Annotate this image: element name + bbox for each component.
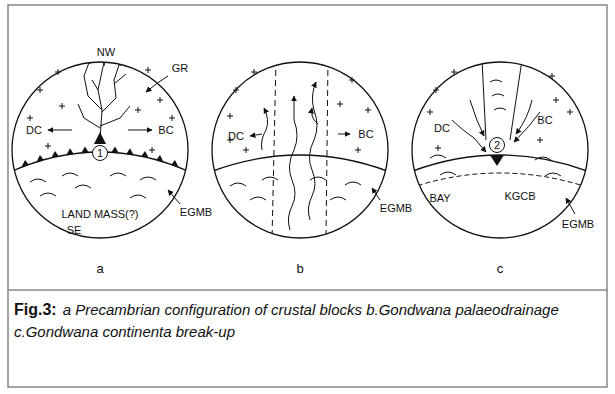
cross-symbol [537,137,543,143]
cross-symbol [365,107,371,113]
cross-symbol [553,97,559,103]
region-label: BAY [429,193,450,204]
thrust-tooth [126,148,133,155]
callout-number: 2 [494,140,500,151]
block-label: DC [434,123,450,134]
thrust-tooth [36,155,43,162]
block-label: BC [158,125,173,136]
figure-caption: Fig.3:a Precambrian configuration of cru… [14,298,600,343]
thrust-tooth [81,147,88,153]
cross-symbol [337,101,343,107]
thrust-tooth [111,147,118,153]
region-label: NW [97,47,115,58]
thrust-tooth [51,151,58,158]
cross-symbol [145,67,151,73]
callout-number: 1 [97,148,103,159]
direction-label: SE [67,225,82,236]
block-label: BC [537,115,552,126]
region-label: GR [172,63,189,74]
cross-symbol [45,143,51,149]
cross-symbol [149,147,155,153]
cross-symbol [355,147,361,153]
thrust-tooth [66,148,73,155]
cross-symbol [243,147,249,153]
block-label: DC [26,125,42,136]
belt-label: EGMB [562,219,594,230]
figure-number: Fig.3: [14,301,57,318]
belt-label: EGMB [180,207,212,218]
cross-symbol [27,115,33,121]
caption-text: a Precambrian configuration of crustal b… [14,301,559,340]
panel-letter: b [296,262,303,275]
cross-symbol [157,97,163,103]
panel-letter: c [497,262,504,275]
belt-label: KGCB [504,191,535,202]
cross-symbol [135,107,141,113]
cross-symbol [435,145,441,151]
cross-symbol [169,115,175,121]
cross-symbol [59,103,65,109]
thrust-tooth [141,151,148,158]
region-label: LAND MASS(?) [61,209,138,220]
thrust-tooth [171,160,178,167]
block-label: DC [228,131,244,142]
cross-symbol [427,109,433,115]
cross-symbol [567,109,573,115]
thrust-tooth [156,155,163,162]
belt-label: EGMB [380,203,412,214]
panel-letter: a [96,262,103,275]
thrust-tooth [21,160,28,167]
cross-symbol [227,113,233,119]
block-label: BC [358,129,373,140]
